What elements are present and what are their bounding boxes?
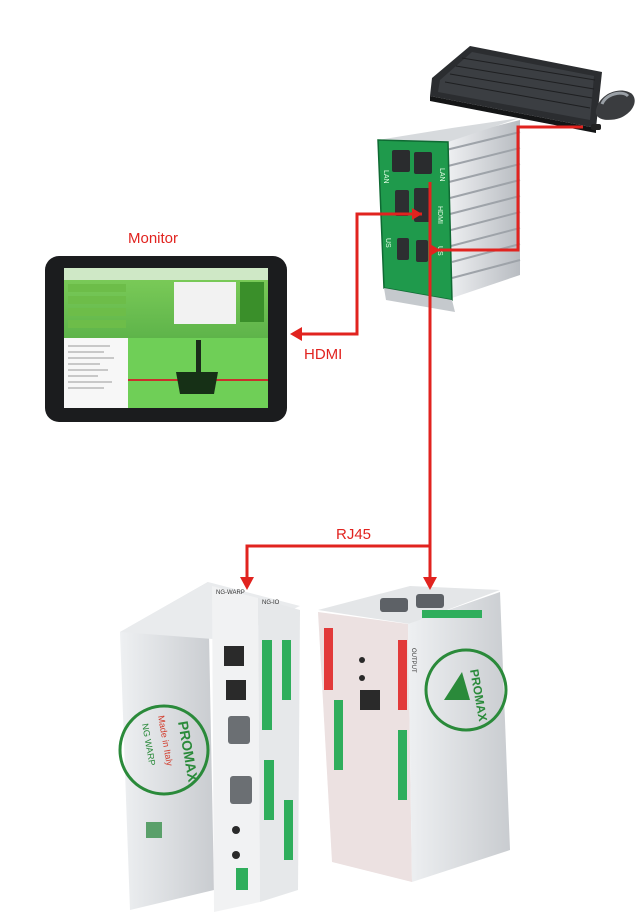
- module-1-tag: NG-WARP: [216, 590, 245, 596]
- usb-dongle: [591, 124, 601, 130]
- io-logo-ring: [424, 648, 508, 732]
- ng-io-module: [318, 586, 510, 882]
- warp-eth-port-2: [226, 680, 246, 700]
- rj45-label: RJ45: [336, 526, 372, 543]
- pc-lan-text-2: LAN: [438, 168, 445, 182]
- hdmi-label: HDMI: [304, 346, 343, 363]
- warp-serial-port-2: [230, 776, 252, 804]
- pc-usb-port-1: [395, 190, 409, 216]
- arrowhead-icon: [412, 208, 422, 220]
- ng-warp-controller: PROMAX Made in Italy NG WARP: [118, 582, 300, 912]
- pc-hdmi-text: HDMI: [436, 206, 443, 224]
- arrowhead-icon: [290, 327, 302, 341]
- industrial-pc: [377, 118, 521, 312]
- warp-eth-port-1: [224, 646, 244, 666]
- io-output-text: OUTPUT: [410, 648, 416, 673]
- arrowhead-icon: [430, 244, 440, 256]
- monitor-tablet: [45, 256, 287, 422]
- usb-cable: [436, 125, 583, 252]
- mouse-icon: [591, 90, 635, 130]
- module-2-tag: NG-IO: [262, 600, 280, 606]
- monitor-label: Monitor: [128, 230, 179, 247]
- pc-lan-port-1: [392, 150, 410, 172]
- pc-usb-port-2: [397, 238, 409, 260]
- warp-serial-port-1: [228, 716, 250, 744]
- promax-logo-ring: [118, 704, 210, 796]
- io-eth-port: [360, 690, 380, 710]
- pc-usb-port-3: [416, 240, 428, 262]
- rj45-branch: [245, 544, 430, 580]
- qr-code: [146, 822, 162, 838]
- hdmi-cable: [298, 212, 422, 336]
- arrowhead-icon: [423, 577, 437, 590]
- keyboard-icon: [430, 46, 602, 133]
- pc-lan-port-2: [414, 152, 432, 174]
- pc-usb-text-1: US: [384, 238, 391, 248]
- arrowheads: [240, 208, 440, 590]
- pc-lan-text-1: LAN: [382, 170, 389, 184]
- arrowhead-icon: [240, 577, 254, 590]
